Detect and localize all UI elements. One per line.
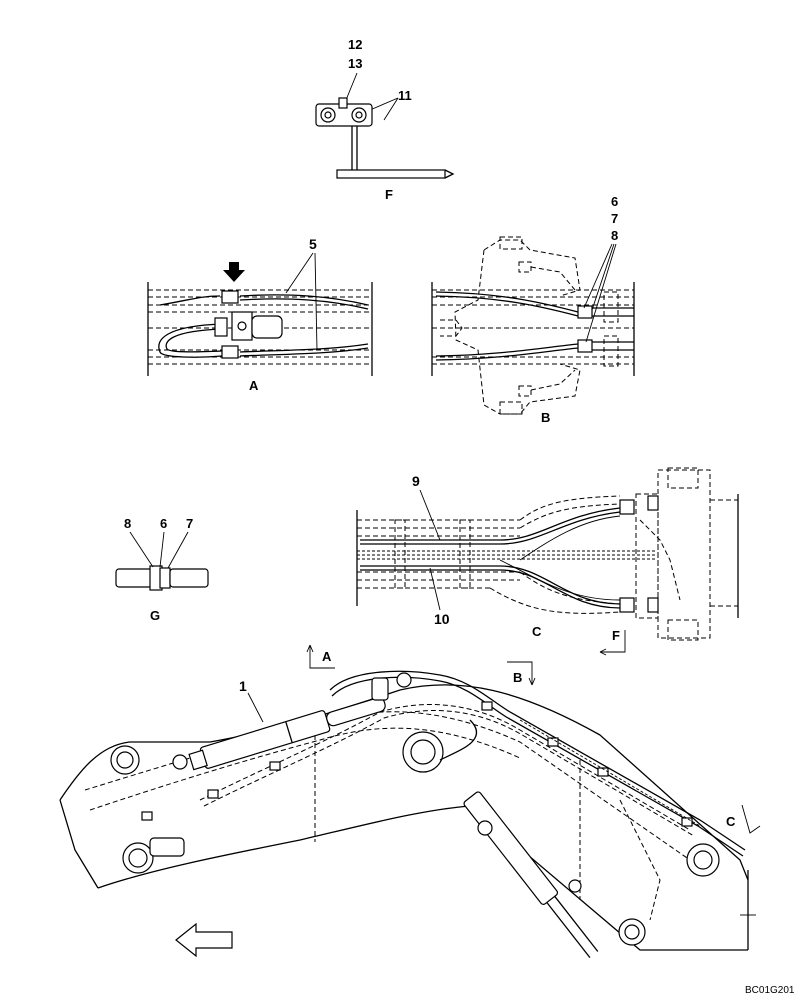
callout-13: 13 [348, 56, 362, 71]
view-b-label: B [541, 410, 550, 425]
callout-5: 5 [309, 236, 317, 252]
callout-6-g: 6 [160, 516, 167, 531]
callout-8: 8 [611, 228, 618, 243]
view-f-detail: 12 13 11 F [315, 37, 455, 202]
callout-7: 7 [611, 211, 618, 226]
section-mark-f: F [612, 628, 620, 643]
view-c-detail: 9 10 C F [356, 467, 739, 656]
view-a-detail: 5 A [147, 236, 373, 393]
main-boom-view: 1 A B C [59, 644, 761, 959]
callout-10: 10 [434, 611, 450, 627]
section-mark-c: C [726, 814, 736, 829]
drawing-code: BC01G201 [745, 985, 795, 996]
view-c-label: C [532, 624, 542, 639]
view-a-label: A [249, 378, 259, 393]
callout-1: 1 [239, 678, 247, 694]
callout-6: 6 [611, 194, 618, 209]
callout-7-g: 7 [186, 516, 193, 531]
down-arrow-indicator-icon [223, 262, 245, 282]
callout-11: 11 [398, 88, 412, 103]
callout-12: 12 [348, 37, 362, 52]
callout-9: 9 [412, 473, 420, 489]
front-direction-arrow-icon [175, 922, 233, 958]
section-mark-a: A [322, 649, 332, 664]
view-g-detail: 8 6 7 G [115, 516, 209, 623]
view-f-label: F [385, 187, 393, 202]
view-b-detail: 6 7 8 B [431, 194, 635, 425]
section-mark-b: B [513, 670, 522, 685]
view-g-label: G [150, 608, 160, 623]
callout-8-g: 8 [124, 516, 131, 531]
